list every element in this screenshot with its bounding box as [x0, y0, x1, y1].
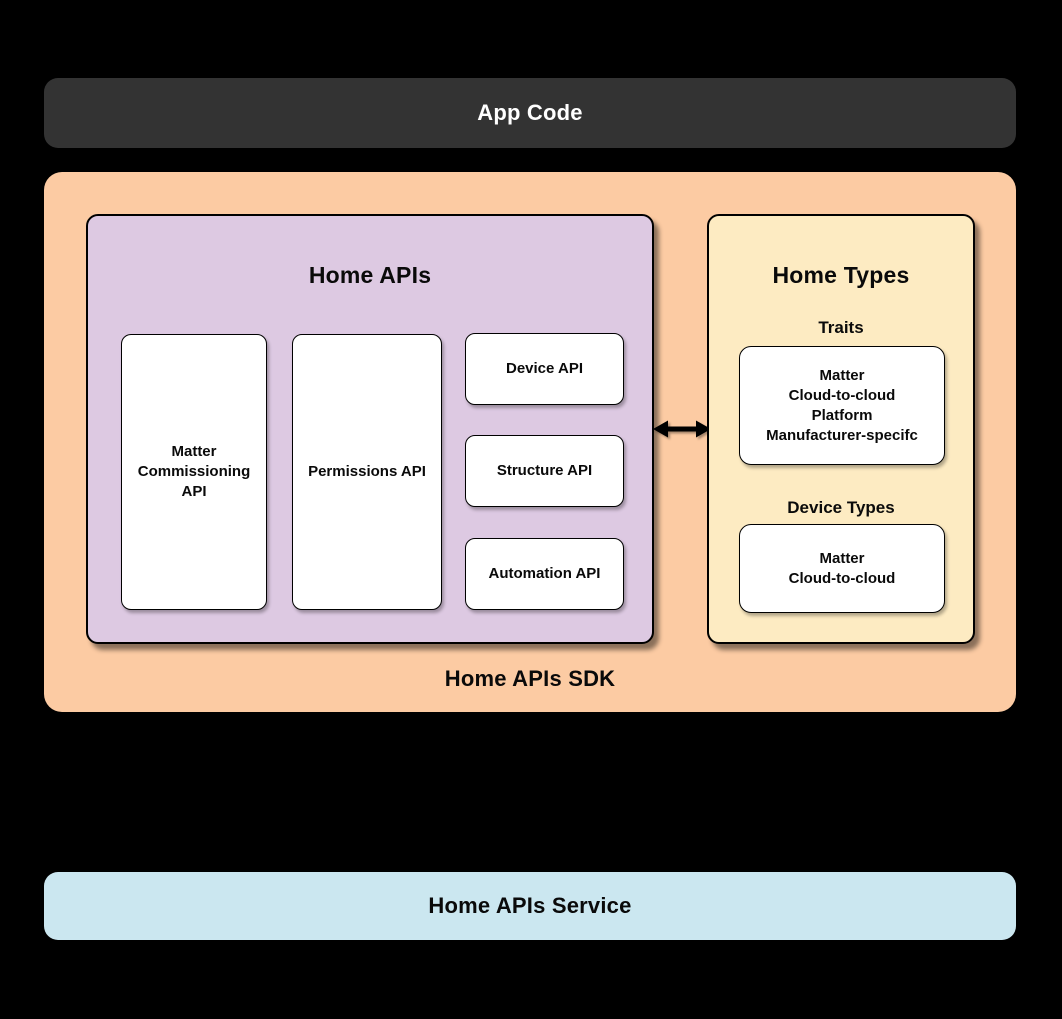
home-apis-title: Home APIs: [308, 262, 432, 288]
device-types-card: Matter Cloud-to-cloud: [739, 524, 945, 613]
home-apis-service-block: Home APIs Service: [44, 872, 1016, 940]
home-apis-sdk-label: Home APIs SDK: [444, 666, 616, 691]
home-apis-panel: Home APIs Matter Commissioning API Permi…: [86, 214, 654, 644]
home-apis-service-label: Home APIs Service: [428, 893, 632, 918]
device-types-heading: Device Types: [787, 498, 895, 517]
device-api-card: Device API: [465, 333, 624, 405]
home-types-panel: Home Types Traits Matter Cloud-to-cloud …: [707, 214, 975, 644]
permissions-api-card: Permissions API: [292, 334, 442, 610]
home-apis-sdk-block: Home APIs Matter Commissioning API Permi…: [44, 172, 1016, 712]
home-types-title: Home Types: [772, 262, 910, 288]
traits-card: Matter Cloud-to-cloud Platform Manufactu…: [739, 346, 945, 465]
structure-api-card: Structure API: [465, 435, 624, 507]
bidirectional-arrow-icon: [653, 420, 711, 438]
traits-heading: Traits: [818, 318, 864, 337]
app-code-block: App Code: [44, 78, 1016, 148]
app-code-label: App Code: [477, 100, 583, 125]
matter-commissioning-api-card: Matter Commissioning API: [121, 334, 267, 610]
automation-api-card: Automation API: [465, 538, 624, 610]
